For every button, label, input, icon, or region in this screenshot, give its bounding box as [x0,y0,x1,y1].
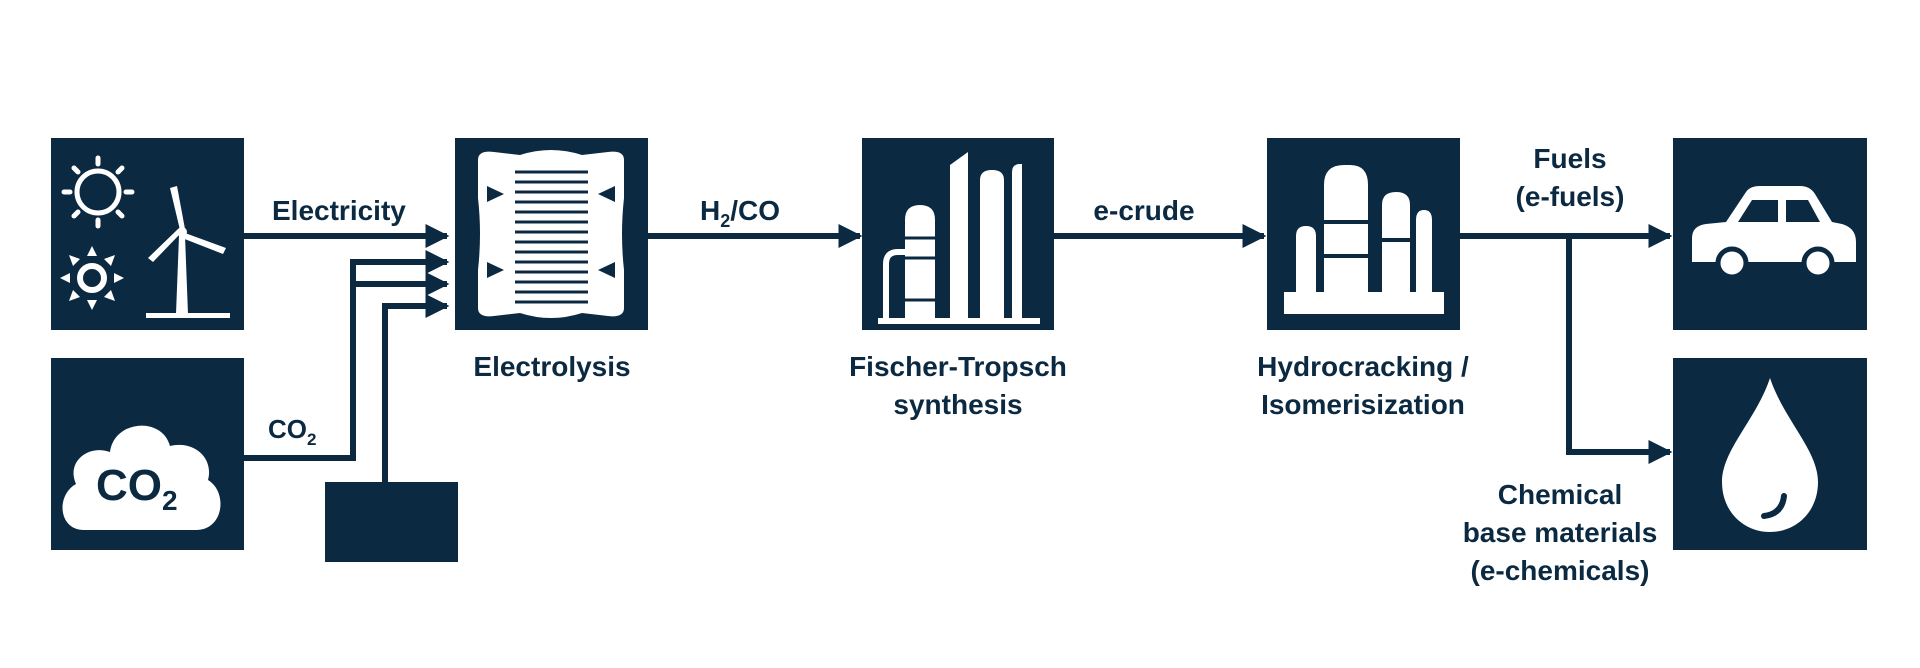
fischer-tropsch-label-line2: synthesis [893,389,1022,420]
labels: Electricity CO2 Electrolysis H2/CO Fisch… [268,143,1657,586]
fischer-tropsch-label-line1: Fischer-Tropsch [849,351,1067,382]
water-text: H2O [344,501,429,559]
hydrocracking-label-line1: Hydrocracking / [1257,351,1469,382]
electricity-label: Electricity [272,195,406,226]
hydrocracking-node [1267,138,1460,330]
sun-icon [61,155,135,229]
water-turbine-icon [60,246,124,310]
chemicals-label-line3: (e-chemicals) [1471,555,1650,586]
fuels-node [1673,138,1867,330]
h2o-arrow [382,294,450,482]
chemicals-arrow [1566,236,1673,464]
electrolysis-label: Electrolysis [473,351,630,382]
co2-cloud-text: CO2 [96,461,178,516]
renewables-node [51,138,244,330]
chemicals-label-line2: base materials [1463,517,1658,548]
hydrocracker-icon [1284,165,1444,314]
hydrocracking-label-line2: Isomerisization [1261,389,1465,420]
car-icon [1692,186,1856,280]
fischer-tropsch-node [862,138,1054,330]
ecrude-label: e-crude [1093,195,1194,226]
water-box [325,482,458,562]
electrolysis-node [455,138,648,330]
connectors [244,224,1673,482]
refinery-icon [878,152,1040,324]
wind-turbine-icon [146,186,230,318]
water-node: H2O [325,482,458,562]
h2co-label: H2/CO [700,195,780,231]
renewables-box [51,138,244,330]
droplet-icon [1722,378,1818,532]
fuels-label-line2: (e-fuels) [1516,181,1625,212]
chemicals-node [1673,358,1867,550]
co2-edge-label: CO2 [268,414,316,449]
chemicals-label-line1: Chemical [1498,479,1623,510]
co2-cloud-icon [62,425,221,530]
co2-arrow [244,250,450,461]
co2-source-node: CO2 [51,358,244,550]
fuels-label-line1: Fuels [1533,143,1606,174]
electrolyzer-icon [478,150,624,318]
